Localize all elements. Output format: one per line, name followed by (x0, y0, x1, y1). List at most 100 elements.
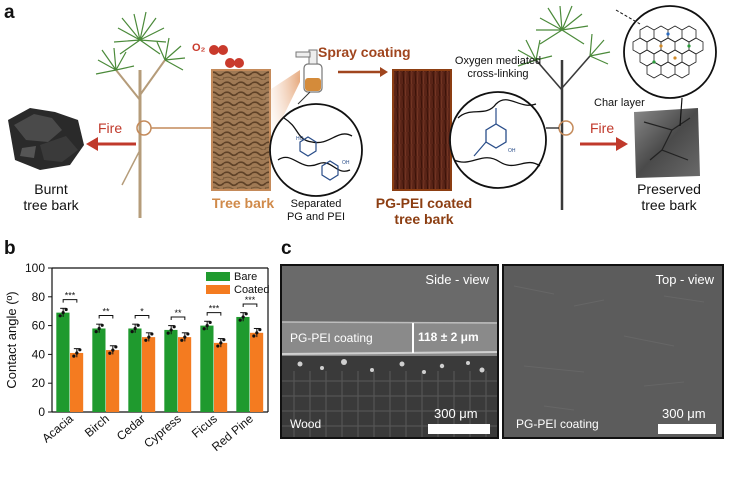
bar-bare (164, 329, 178, 412)
fire-arrow-right (580, 137, 628, 151)
burnt-bark-label-line1: Burnt (34, 181, 68, 197)
significance-label: *** (65, 291, 76, 301)
significance-label: ** (102, 307, 110, 317)
data-point (252, 334, 256, 338)
significance-label: * (140, 307, 144, 317)
x-tick-label: Cypress (141, 412, 184, 451)
thickness-arrow-icon (412, 323, 414, 353)
bar-bare (92, 328, 106, 412)
oxygen-crosslink-line2: cross-linking (467, 68, 529, 80)
separated-label-line2: PG and PEI (286, 211, 346, 223)
significance-bracket (206, 312, 222, 316)
data-point (255, 331, 259, 335)
bar-coated (214, 342, 228, 412)
significance-bracket (134, 315, 150, 319)
scale-label-left: 300 μm (434, 406, 478, 421)
tree-bark-block (211, 69, 271, 191)
data-point (75, 351, 79, 355)
svg-text:HO: HO (296, 136, 304, 142)
sem-side-view: Side - view PG-PEI coating 118 ± 2 μm Wo… (280, 264, 499, 439)
scale-label-right: 300 μm (662, 406, 706, 421)
bar-coated (142, 337, 156, 412)
fire-label-right: Fire (590, 120, 615, 136)
oxygen-crosslink-line1: Oxygen mediated (454, 55, 542, 67)
data-point (241, 315, 245, 319)
char-layer-label: Char layer (594, 97, 645, 109)
y-tick-label: 100 (25, 261, 45, 275)
x-tick-label: Birch (82, 412, 112, 440)
data-point (94, 330, 98, 334)
side-coating-label: PG-PEI coating (290, 331, 373, 345)
y-tick-label: 60 (32, 319, 46, 333)
preserved-bark-label-line2: tree bark (641, 197, 697, 213)
data-point (111, 348, 115, 352)
burnt-bark-image (8, 108, 84, 170)
significance-label: *** (209, 304, 220, 314)
legend-swatch-bare (206, 272, 230, 281)
spray-coating-label: Spray coating (318, 44, 411, 60)
bar-coated (70, 352, 84, 412)
significance-label: *** (245, 295, 256, 305)
data-point (78, 348, 82, 352)
bar-coated (178, 337, 192, 412)
data-point (238, 318, 242, 322)
coated-bark-label-line1: PG-PEI coated (375, 195, 473, 211)
bar-bare (56, 312, 70, 412)
significance-bracket (98, 315, 114, 319)
bar-bare (128, 328, 142, 412)
pine-tree-right (517, 5, 611, 210)
svg-text:OH: OH (508, 148, 516, 154)
separated-label: Separated PG and PEI (270, 198, 362, 224)
data-point (72, 354, 76, 358)
side-view-title: Side - view (425, 272, 489, 287)
y-tick-label: 20 (32, 376, 46, 390)
y-tick-label: 0 (38, 405, 45, 419)
legend-swatch-coated (206, 285, 230, 294)
preserved-bark-label: Preserved tree bark (622, 181, 716, 213)
significance-bracket (62, 299, 78, 303)
fire-arrow-left (86, 137, 136, 151)
data-point (202, 327, 206, 331)
coated-bark-label-line2: tree bark (394, 211, 454, 227)
data-point (166, 331, 170, 335)
panel-a-letter: a (4, 2, 15, 23)
tree-bark-label: Tree bark (211, 195, 275, 211)
y-tick-label: 80 (32, 290, 46, 304)
data-point (133, 326, 137, 331)
data-point (100, 323, 104, 327)
data-point (183, 335, 187, 339)
bar-bare (236, 316, 250, 412)
data-point (147, 335, 151, 339)
panel-a-diagram: HO OH OH (8, 5, 717, 218)
scale-bar-left (428, 424, 490, 434)
data-point (150, 332, 154, 336)
data-point (244, 312, 248, 316)
burnt-bark-label-line2: tree bark (23, 197, 79, 213)
y-axis-label: Contact angle (º) (4, 291, 19, 388)
o2-molecule-icon (209, 45, 244, 68)
top-view-title: Top - view (655, 272, 714, 287)
data-point (58, 314, 62, 318)
data-point (258, 328, 262, 332)
sem-top-view: Top - view PG-PEI coating 300 μm (502, 264, 724, 439)
data-point (108, 351, 112, 355)
data-point (61, 311, 65, 315)
data-point (169, 328, 173, 332)
fire-label-left: Fire (98, 120, 123, 136)
bar-coated (106, 350, 120, 412)
data-point (144, 338, 148, 342)
coated-bark-block (392, 69, 452, 191)
data-point (216, 344, 220, 348)
spray-bottle-icon (295, 49, 323, 93)
crosslinked-molecules-circle: OH (449, 91, 547, 189)
svg-text:OH: OH (342, 160, 350, 166)
thickness-label: 118 ± 2 μm (418, 330, 479, 344)
panel-b-letter: b (4, 238, 16, 259)
coated-bark-label: PG-PEI coated tree bark (372, 195, 476, 227)
panel-c-letter: c (281, 238, 292, 259)
sem-top-texture (513, 285, 705, 411)
data-point (222, 338, 226, 342)
top-coating-label: PG-PEI coating (516, 417, 599, 431)
data-point (172, 325, 176, 329)
significance-bracket (242, 303, 258, 307)
